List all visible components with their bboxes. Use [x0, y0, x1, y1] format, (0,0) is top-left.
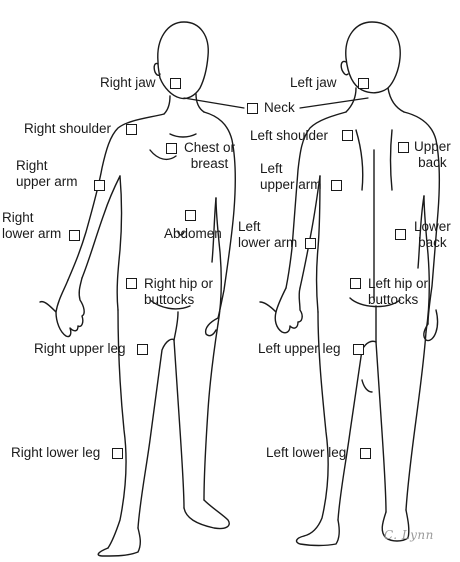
left-upper-arm-label-line2: upper arm — [260, 177, 322, 192]
left-lower-arm-checkbox[interactable] — [305, 238, 316, 249]
right-lower-arm-label-line1: Right — [2, 210, 34, 225]
left-lower-arm-label: Left lower arm — [238, 219, 297, 251]
left-upper-arm-checkbox[interactable] — [331, 180, 342, 191]
right-upper-leg-label: Right upper leg — [34, 341, 126, 356]
right-lower-arm-label-line2: lower arm — [2, 226, 62, 241]
left-hip-label: Left hip or buttocks — [368, 276, 428, 308]
upper-back-label-line1: Upper — [414, 139, 451, 154]
upper-back-checkbox[interactable] — [398, 142, 409, 153]
neck-leader-line-back — [299, 97, 369, 109]
left-upper-leg-label: Left upper leg — [258, 341, 341, 356]
right-jaw-checkbox[interactable] — [170, 78, 181, 89]
upper-back-label: Upper back — [414, 139, 451, 171]
right-shoulder-label: Right shoulder — [24, 121, 112, 136]
chest-checkbox[interactable] — [166, 143, 177, 154]
chest-label: Chest or breast — [184, 140, 235, 172]
left-upper-arm-label-line1: Left — [260, 161, 283, 176]
left-upper-arm-label: Left upper arm — [260, 161, 322, 193]
lower-back-label-line1: Lower — [414, 219, 451, 234]
right-hip-label: Right hip or buttocks — [144, 276, 213, 308]
left-lower-arm-label-line2: lower arm — [238, 235, 298, 250]
left-jaw-label: Left jaw — [290, 75, 337, 90]
chest-label-line1: Chest or — [184, 140, 236, 155]
lower-back-checkbox[interactable] — [395, 229, 406, 240]
neck-checkbox[interactable] — [247, 103, 258, 114]
neck-leader-line-front — [183, 97, 245, 109]
right-upper-arm-label: Right upper arm — [16, 158, 78, 190]
right-upper-arm-checkbox[interactable] — [94, 180, 105, 191]
lower-back-label-line2: back — [418, 235, 447, 250]
lower-back-label: Lower back — [414, 219, 451, 251]
front-figure-outline — [39, 21, 237, 557]
right-jaw-label: Right jaw — [100, 75, 156, 90]
right-hip-label-line2: buttocks — [144, 292, 195, 307]
left-hip-checkbox[interactable] — [350, 278, 361, 289]
abdomen-label: Abdomen — [164, 226, 222, 241]
right-upper-arm-label-line1: Right — [16, 158, 48, 173]
left-hip-label-line2: buttocks — [368, 292, 419, 307]
left-lower-leg-checkbox[interactable] — [360, 448, 371, 459]
right-upper-leg-checkbox[interactable] — [137, 344, 148, 355]
left-hip-label-line1: Left hip or — [368, 276, 429, 291]
right-hip-label-line1: Right hip or — [144, 276, 214, 291]
right-lower-arm-checkbox[interactable] — [69, 230, 80, 241]
abdomen-checkbox[interactable] — [185, 210, 196, 221]
left-upper-leg-checkbox[interactable] — [353, 344, 364, 355]
left-lower-arm-label-line1: Left — [238, 219, 261, 234]
left-jaw-checkbox[interactable] — [358, 78, 369, 89]
right-lower-leg-checkbox[interactable] — [112, 448, 123, 459]
right-hip-checkbox[interactable] — [126, 278, 137, 289]
right-lower-leg-label: Right lower leg — [11, 445, 101, 460]
upper-back-label-line2: back — [418, 155, 447, 170]
left-lower-leg-label: Left lower leg — [266, 445, 347, 460]
right-lower-arm-label: Right lower arm — [2, 210, 61, 242]
right-shoulder-checkbox[interactable] — [126, 124, 137, 135]
neck-label: Neck — [264, 100, 295, 115]
chest-label-line2: breast — [190, 156, 229, 171]
back-figure-outline — [259, 21, 441, 547]
artist-signature: C. Lynn — [384, 528, 434, 542]
left-shoulder-label: Left shoulder — [250, 128, 329, 143]
left-shoulder-checkbox[interactable] — [342, 130, 353, 141]
right-upper-arm-label-line2: upper arm — [16, 174, 78, 189]
